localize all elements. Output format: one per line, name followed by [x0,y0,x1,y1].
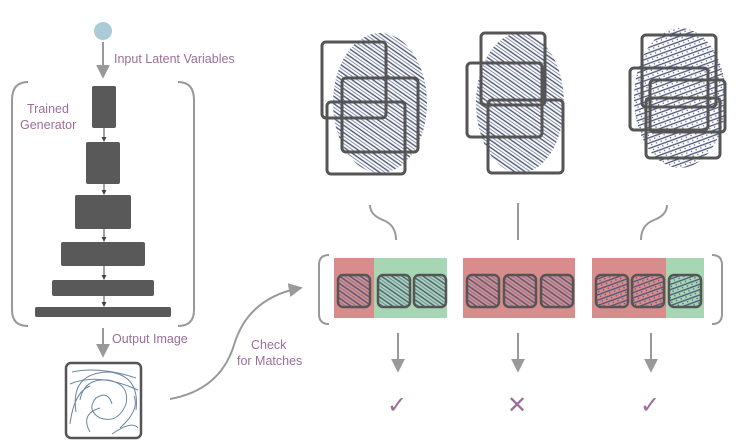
output-label: Output Image [112,332,188,346]
output-image [64,361,143,440]
check-arrow [169,283,303,400]
check-icon: ✓ [640,392,661,419]
fingerprint-3 [628,28,727,168]
generator-bracket-left [11,81,29,327]
generator-layer-1 [92,86,116,128]
matchset-bracket-left [318,254,330,325]
generator-network [35,86,171,317]
latent-input-node [94,22,112,40]
check-icon: ✓ [387,392,408,419]
generator-layer-2 [86,142,120,184]
connector-1 [369,204,397,241]
trained-label-line1: Trained [27,102,69,116]
matchset-bracket-right [711,254,723,325]
partial-prints [336,273,703,309]
generator-bracket-right [177,81,195,327]
generator-layer-4 [61,242,145,266]
generator-layer-5 [52,280,154,296]
fingerprint-2 [465,31,565,175]
fingerprint-1 [320,33,427,176]
generator-layer-6 [35,307,171,317]
check-label-line2: for Matches [237,354,303,368]
connector-3 [640,204,668,241]
trained-label-line2: Generator [20,118,77,132]
cross-icon: ✕ [507,392,528,419]
generator-layer-3 [75,195,131,229]
check-label-line1: Check [251,338,287,352]
input-label: Input Latent Variables [114,52,235,66]
